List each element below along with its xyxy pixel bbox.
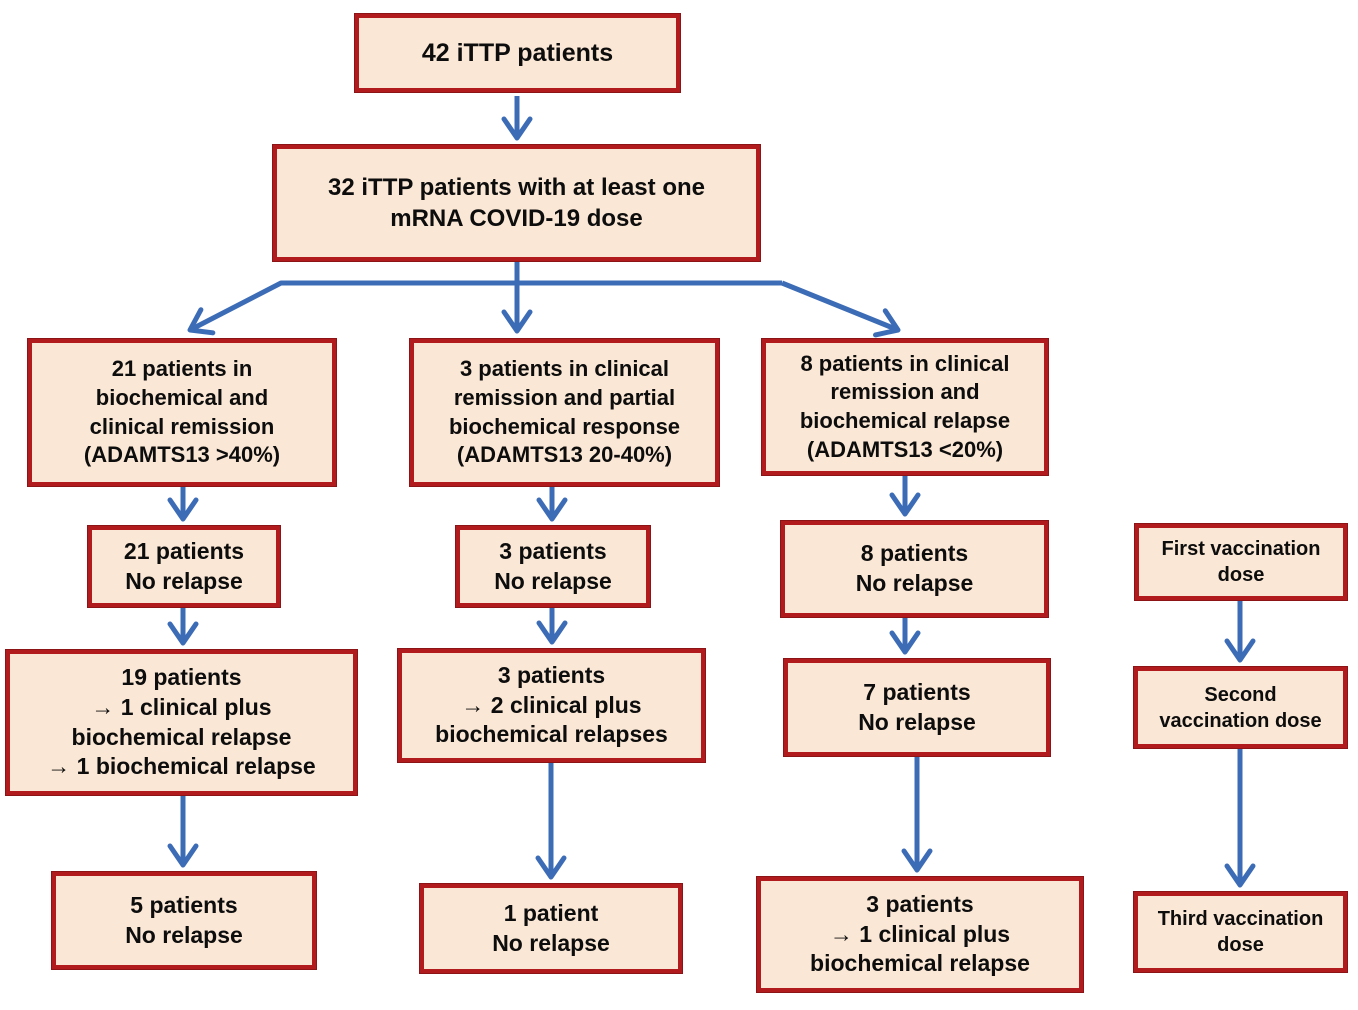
box-group2-dose3-outcome: 1 patient No relapse [420,884,682,973]
box-legend-first-dose: First vaccination dose [1135,524,1347,600]
box-group3-dose1-outcome: 8 patients No relapse [781,521,1048,617]
box-group2-partial-response: 3 patients in clinical remission and par… [410,339,719,486]
box-vaccinated-patients: 32 iTTP patients with at least one mRNA … [273,145,760,261]
box-legend-third-dose: Third vaccination dose [1134,892,1347,972]
box-group1-dose3-outcome: 5 patients No relapse [52,872,316,969]
box-group3-dose3-outcome: 3 patients → 1 clinical plus biochemical… [757,877,1083,992]
box-total-patients: 42 iTTP patients [355,14,680,92]
box-group1-remission: 21 patients in biochemical and clinical … [28,339,336,486]
box-group3-dose2-outcome: 7 patients No relapse [784,659,1050,756]
connector-branch-right [781,280,901,338]
box-group1-dose1-outcome: 21 patients No relapse [88,526,280,607]
box-group3-biochemical-relapse: 8 patients in clinical remission and bio… [762,339,1048,475]
box-group1-dose2-outcome: 19 patients → 1 clinical plus biochemica… [6,650,357,795]
box-group2-dose2-outcome: 3 patients → 2 clinical plus biochemical… [398,649,705,762]
box-legend-second-dose: Second vaccination dose [1134,667,1347,748]
box-group2-dose1-outcome: 3 patients No relapse [456,526,650,607]
connector-branch-left [187,280,782,336]
